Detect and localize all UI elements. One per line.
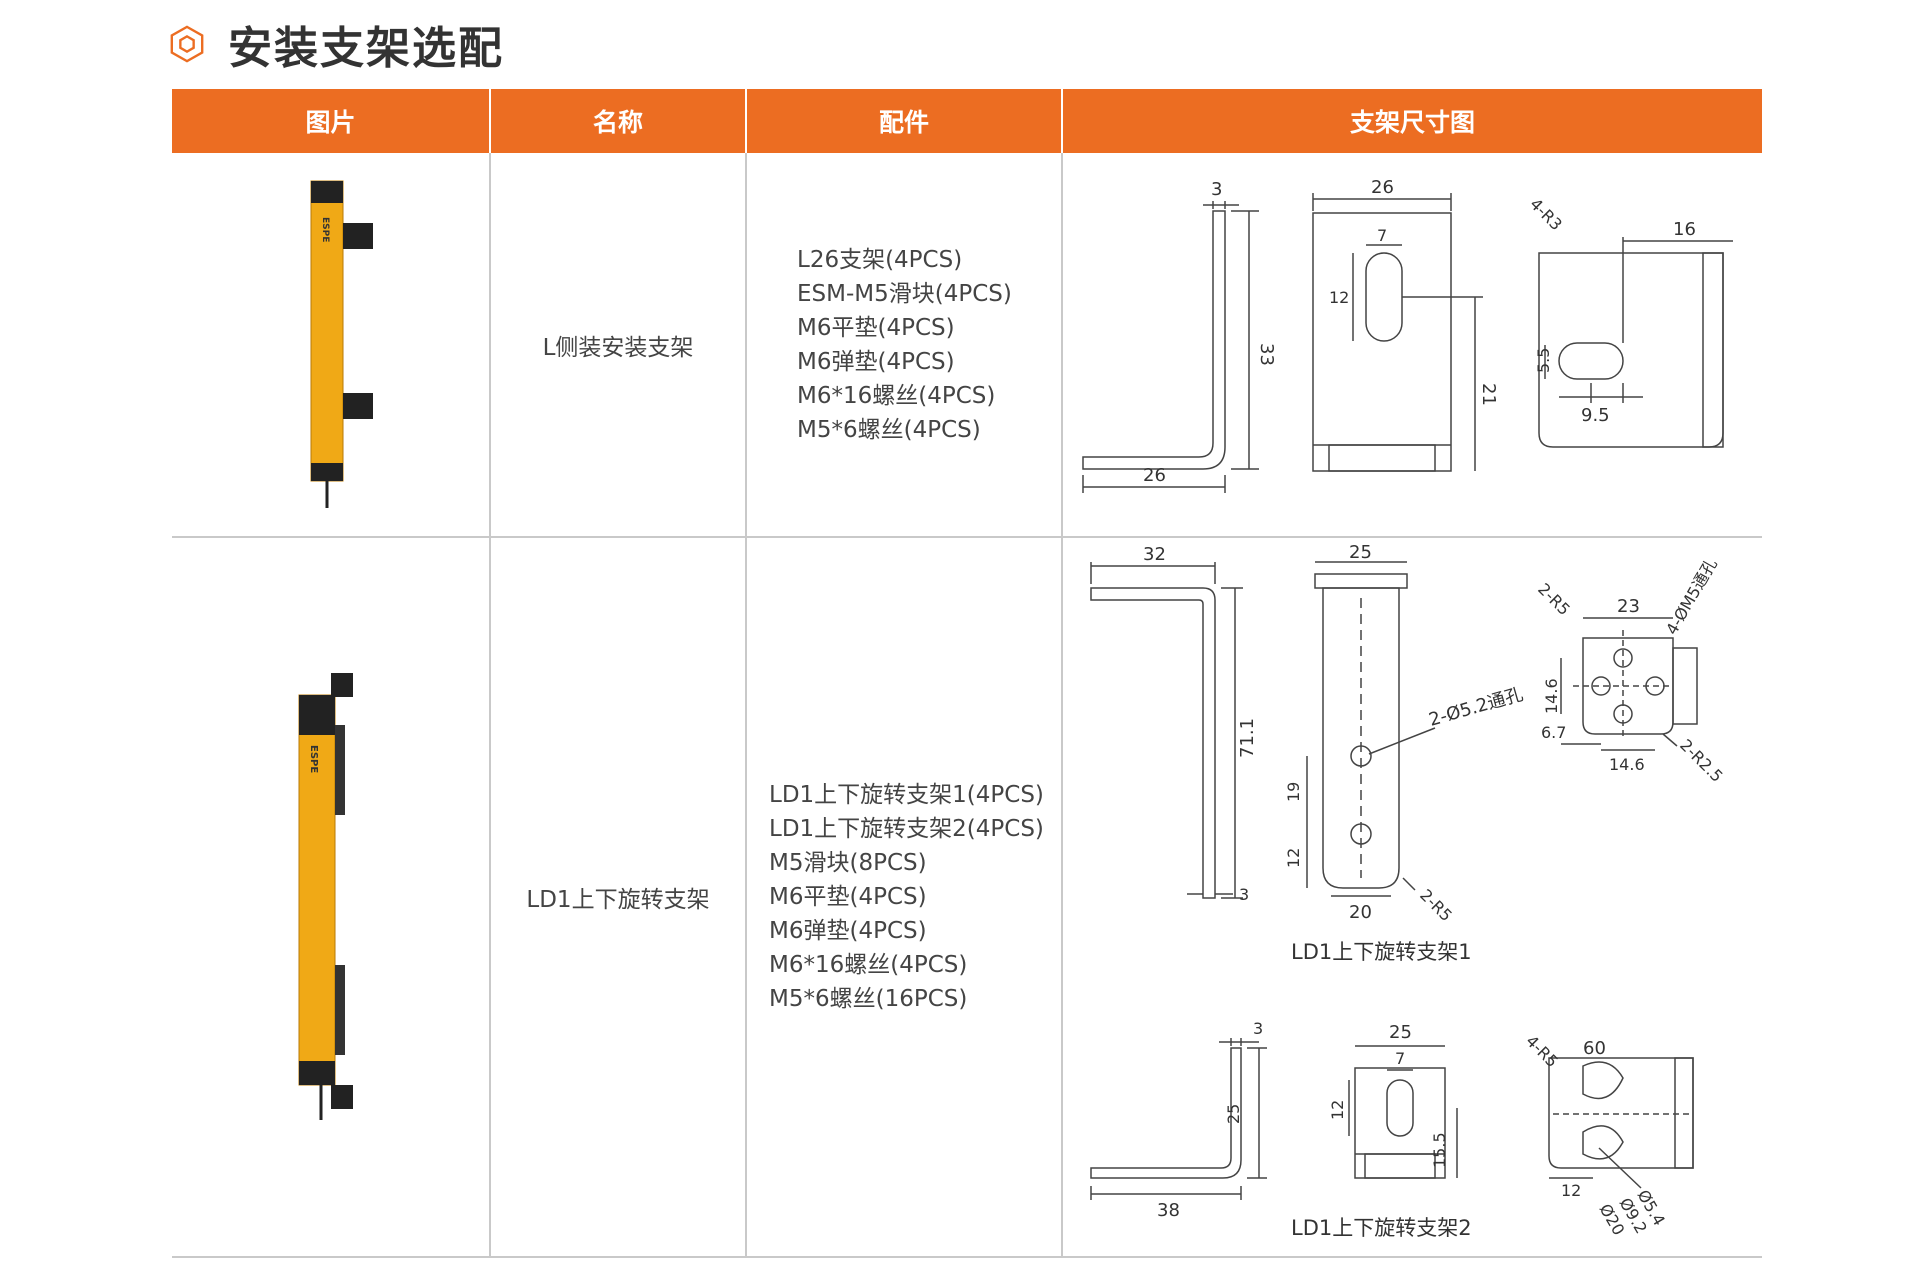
- light-curtain-image: ESPE: [310, 180, 373, 508]
- accessories-cell: L26支架(4PCS) ESM-M5滑块(4PCS) M6平垫(4PCS) M6…: [745, 153, 1062, 538]
- list-item: M5滑块(8PCS): [769, 850, 927, 876]
- list-item: LD1上下旋转支架2(4PCS): [769, 816, 1044, 842]
- svg-text:14.6: 14.6: [1609, 755, 1645, 774]
- svg-text:19: 19: [1284, 782, 1303, 802]
- ld1-bracket-drawing: 32 71.1 3 25 2-Ø5.2通孔 19: [1090, 542, 1727, 1239]
- accessories-cell: LD1上下旋转支架1(4PCS) LD1上下旋转支架2(4PCS) M5滑块(8…: [745, 537, 1062, 1258]
- list-item: M5*6螺丝(4PCS): [797, 416, 981, 443]
- svg-text:16: 16: [1673, 219, 1696, 240]
- list-item: L26支架(4PCS): [797, 246, 963, 273]
- product-image-cell: ESPE: [172, 153, 490, 538]
- list-item: M6平垫(4PCS): [769, 884, 927, 910]
- svg-text:33: 33: [1256, 343, 1277, 366]
- product-image-cell: ESPE: [172, 537, 490, 1258]
- bracket-table: 图片 名称 配件 支架尺寸图 ESPE L侧装安装支架: [172, 89, 1762, 1258]
- svg-text:20: 20: [1349, 902, 1372, 923]
- list-item: M5*6螺丝(16PCS): [769, 986, 968, 1012]
- page-title: 安装支架选配: [228, 23, 504, 74]
- column-header-picture: 图片: [172, 89, 490, 153]
- svg-text:2-R2.5: 2-R2.5: [1676, 735, 1727, 786]
- drawing-caption: LD1上下旋转支架2: [1291, 1216, 1472, 1240]
- list-item: M6平垫(4PCS): [797, 314, 955, 341]
- svg-text:3: 3: [1239, 885, 1249, 904]
- l26-bracket-drawing: 3 33 26 26 7: [1082, 177, 1733, 493]
- svg-text:2-Ø5.2通孔: 2-Ø5.2通孔: [1427, 684, 1526, 731]
- bracket-name: LD1上下旋转支架: [489, 537, 746, 1258]
- drawing-caption: LD1上下旋转支架1: [1291, 940, 1472, 964]
- svg-text:2-R5: 2-R5: [1416, 885, 1456, 925]
- svg-text:15.5: 15.5: [1430, 1132, 1449, 1168]
- svg-text:25: 25: [1349, 542, 1372, 563]
- svg-text:12: 12: [1284, 848, 1303, 868]
- dimension-drawing-cell: 3 33 26 26 7: [1061, 153, 1762, 538]
- svg-text:12: 12: [1329, 288, 1349, 307]
- svg-text:26: 26: [1143, 465, 1166, 486]
- svg-text:14.6: 14.6: [1542, 678, 1561, 714]
- svg-text:4-R5: 4-R5: [1522, 1031, 1562, 1071]
- svg-text:3: 3: [1211, 179, 1222, 200]
- column-header-accessories: 配件: [745, 89, 1062, 153]
- svg-text:23: 23: [1617, 596, 1640, 617]
- dimension-drawing-cell: 32 71.1 3 25 2-Ø5.2通孔 19: [1061, 537, 1762, 1258]
- table-header-row: 图片 名称 配件 支架尺寸图: [172, 89, 1762, 153]
- list-item: M6*16螺丝(4PCS): [797, 382, 996, 409]
- svg-text:2-R5: 2-R5: [1534, 579, 1574, 619]
- list-item: M6*16螺丝(4PCS): [769, 952, 968, 978]
- table-row: ESPE LD1上下旋转支架 LD1上下旋转支架1(4PCS) LD1上下旋转支…: [172, 537, 1762, 1258]
- svg-text:6.7: 6.7: [1541, 723, 1566, 742]
- espe-logo: ESPE: [308, 745, 319, 773]
- svg-text:3: 3: [1253, 1019, 1263, 1038]
- svg-text:26: 26: [1371, 177, 1394, 198]
- list-item: LD1上下旋转支架1(4PCS): [769, 782, 1044, 808]
- svg-text:25: 25: [1389, 1022, 1412, 1043]
- list-item: M6弹垫(4PCS): [769, 918, 927, 944]
- svg-text:71.1: 71.1: [1237, 718, 1258, 758]
- section-header: 安装支架选配: [168, 14, 504, 74]
- column-header-dimensions: 支架尺寸图: [1061, 89, 1762, 153]
- svg-text:38: 38: [1157, 1200, 1180, 1221]
- svg-text:9.5: 9.5: [1581, 405, 1610, 426]
- svg-text:12: 12: [1328, 1100, 1347, 1120]
- svg-text:32: 32: [1143, 544, 1166, 565]
- list-item: ESM-M5滑块(4PCS): [797, 280, 1012, 307]
- column-header-name: 名称: [489, 89, 746, 153]
- list-item: M6弹垫(4PCS): [797, 348, 955, 375]
- svg-text:25: 25: [1224, 1104, 1243, 1124]
- espe-logo: ESPE: [320, 217, 330, 242]
- svg-text:7: 7: [1395, 1049, 1405, 1068]
- svg-text:21: 21: [1478, 383, 1499, 406]
- svg-text:4-R3: 4-R3: [1526, 194, 1566, 234]
- bracket-name: L侧装安装支架: [489, 153, 746, 538]
- light-curtain-image: ESPE: [298, 673, 353, 1120]
- svg-text:12: 12: [1561, 1181, 1581, 1200]
- hexagon-icon: [170, 25, 204, 63]
- svg-text:60: 60: [1583, 1038, 1606, 1059]
- table-row: ESPE L侧装安装支架 L26支架(4PCS) ESM-M5滑块(4PCS) …: [172, 153, 1762, 538]
- svg-text:5.5: 5.5: [1534, 348, 1553, 373]
- svg-text:4-ØM5通孔: 4-ØM5通孔: [1662, 555, 1721, 638]
- svg-text:7: 7: [1377, 226, 1387, 245]
